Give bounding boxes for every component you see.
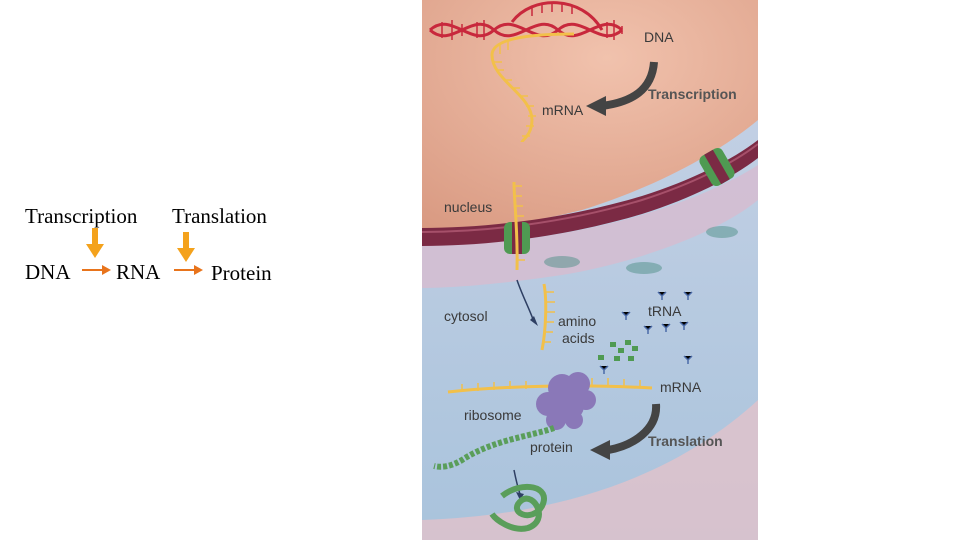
figure-translation-label: Translation bbox=[648, 433, 723, 449]
transcription-curved-arrow bbox=[601, 61, 658, 110]
trna-molecules bbox=[599, 291, 693, 374]
transcription-down-arrow bbox=[86, 228, 104, 258]
figure-trna-label: tRNA bbox=[648, 303, 682, 319]
figure-cytosol-label: cytosol bbox=[444, 308, 488, 324]
nuclear-pore-right bbox=[699, 147, 735, 187]
figure-amino-acids-label-1: amino bbox=[558, 313, 596, 329]
translation-curved-arrow bbox=[607, 403, 661, 454]
nuclear-membrane bbox=[422, 140, 758, 246]
amino-acids bbox=[598, 340, 638, 361]
figure-protein-label: protein bbox=[530, 439, 573, 455]
mrna-strand-ribosome bbox=[447, 384, 653, 394]
figure-mrna-bottom-label: mRNA bbox=[660, 379, 702, 395]
dna-to-rna-arrow bbox=[82, 265, 111, 275]
rna-label: RNA bbox=[116, 260, 161, 284]
protein-label: Protein bbox=[211, 261, 272, 285]
rna-to-protein-arrow bbox=[174, 265, 203, 275]
dna-helix bbox=[428, 1, 624, 40]
transcription-heading: Transcription bbox=[25, 204, 138, 228]
ribosome bbox=[536, 372, 596, 430]
figure-ribosome-label: ribosome bbox=[464, 407, 522, 423]
mrna-strand-pore bbox=[512, 181, 519, 271]
dna-label: DNA bbox=[25, 260, 71, 284]
mrna-strand-nucleus bbox=[490, 32, 575, 143]
figure-amino-acids-label-2: acids bbox=[562, 330, 595, 346]
folded-protein bbox=[489, 484, 547, 532]
cell-membrane-outer bbox=[422, 400, 758, 540]
central-dogma-illustration: DNA mRNA Transcription nucleus cytosol a… bbox=[422, 0, 758, 540]
figure-dna-label: DNA bbox=[644, 29, 674, 45]
translation-down-arrow bbox=[177, 232, 195, 262]
protein-chain bbox=[433, 425, 556, 470]
figure-transcription-label: Transcription bbox=[648, 86, 737, 102]
figure-nucleus-label: nucleus bbox=[444, 199, 492, 215]
mrna-strand-cytosol bbox=[540, 283, 548, 351]
figure-mrna-top-label: mRNA bbox=[542, 102, 584, 118]
translation-heading: Translation bbox=[172, 204, 267, 228]
nucleus-region bbox=[422, 0, 758, 232]
